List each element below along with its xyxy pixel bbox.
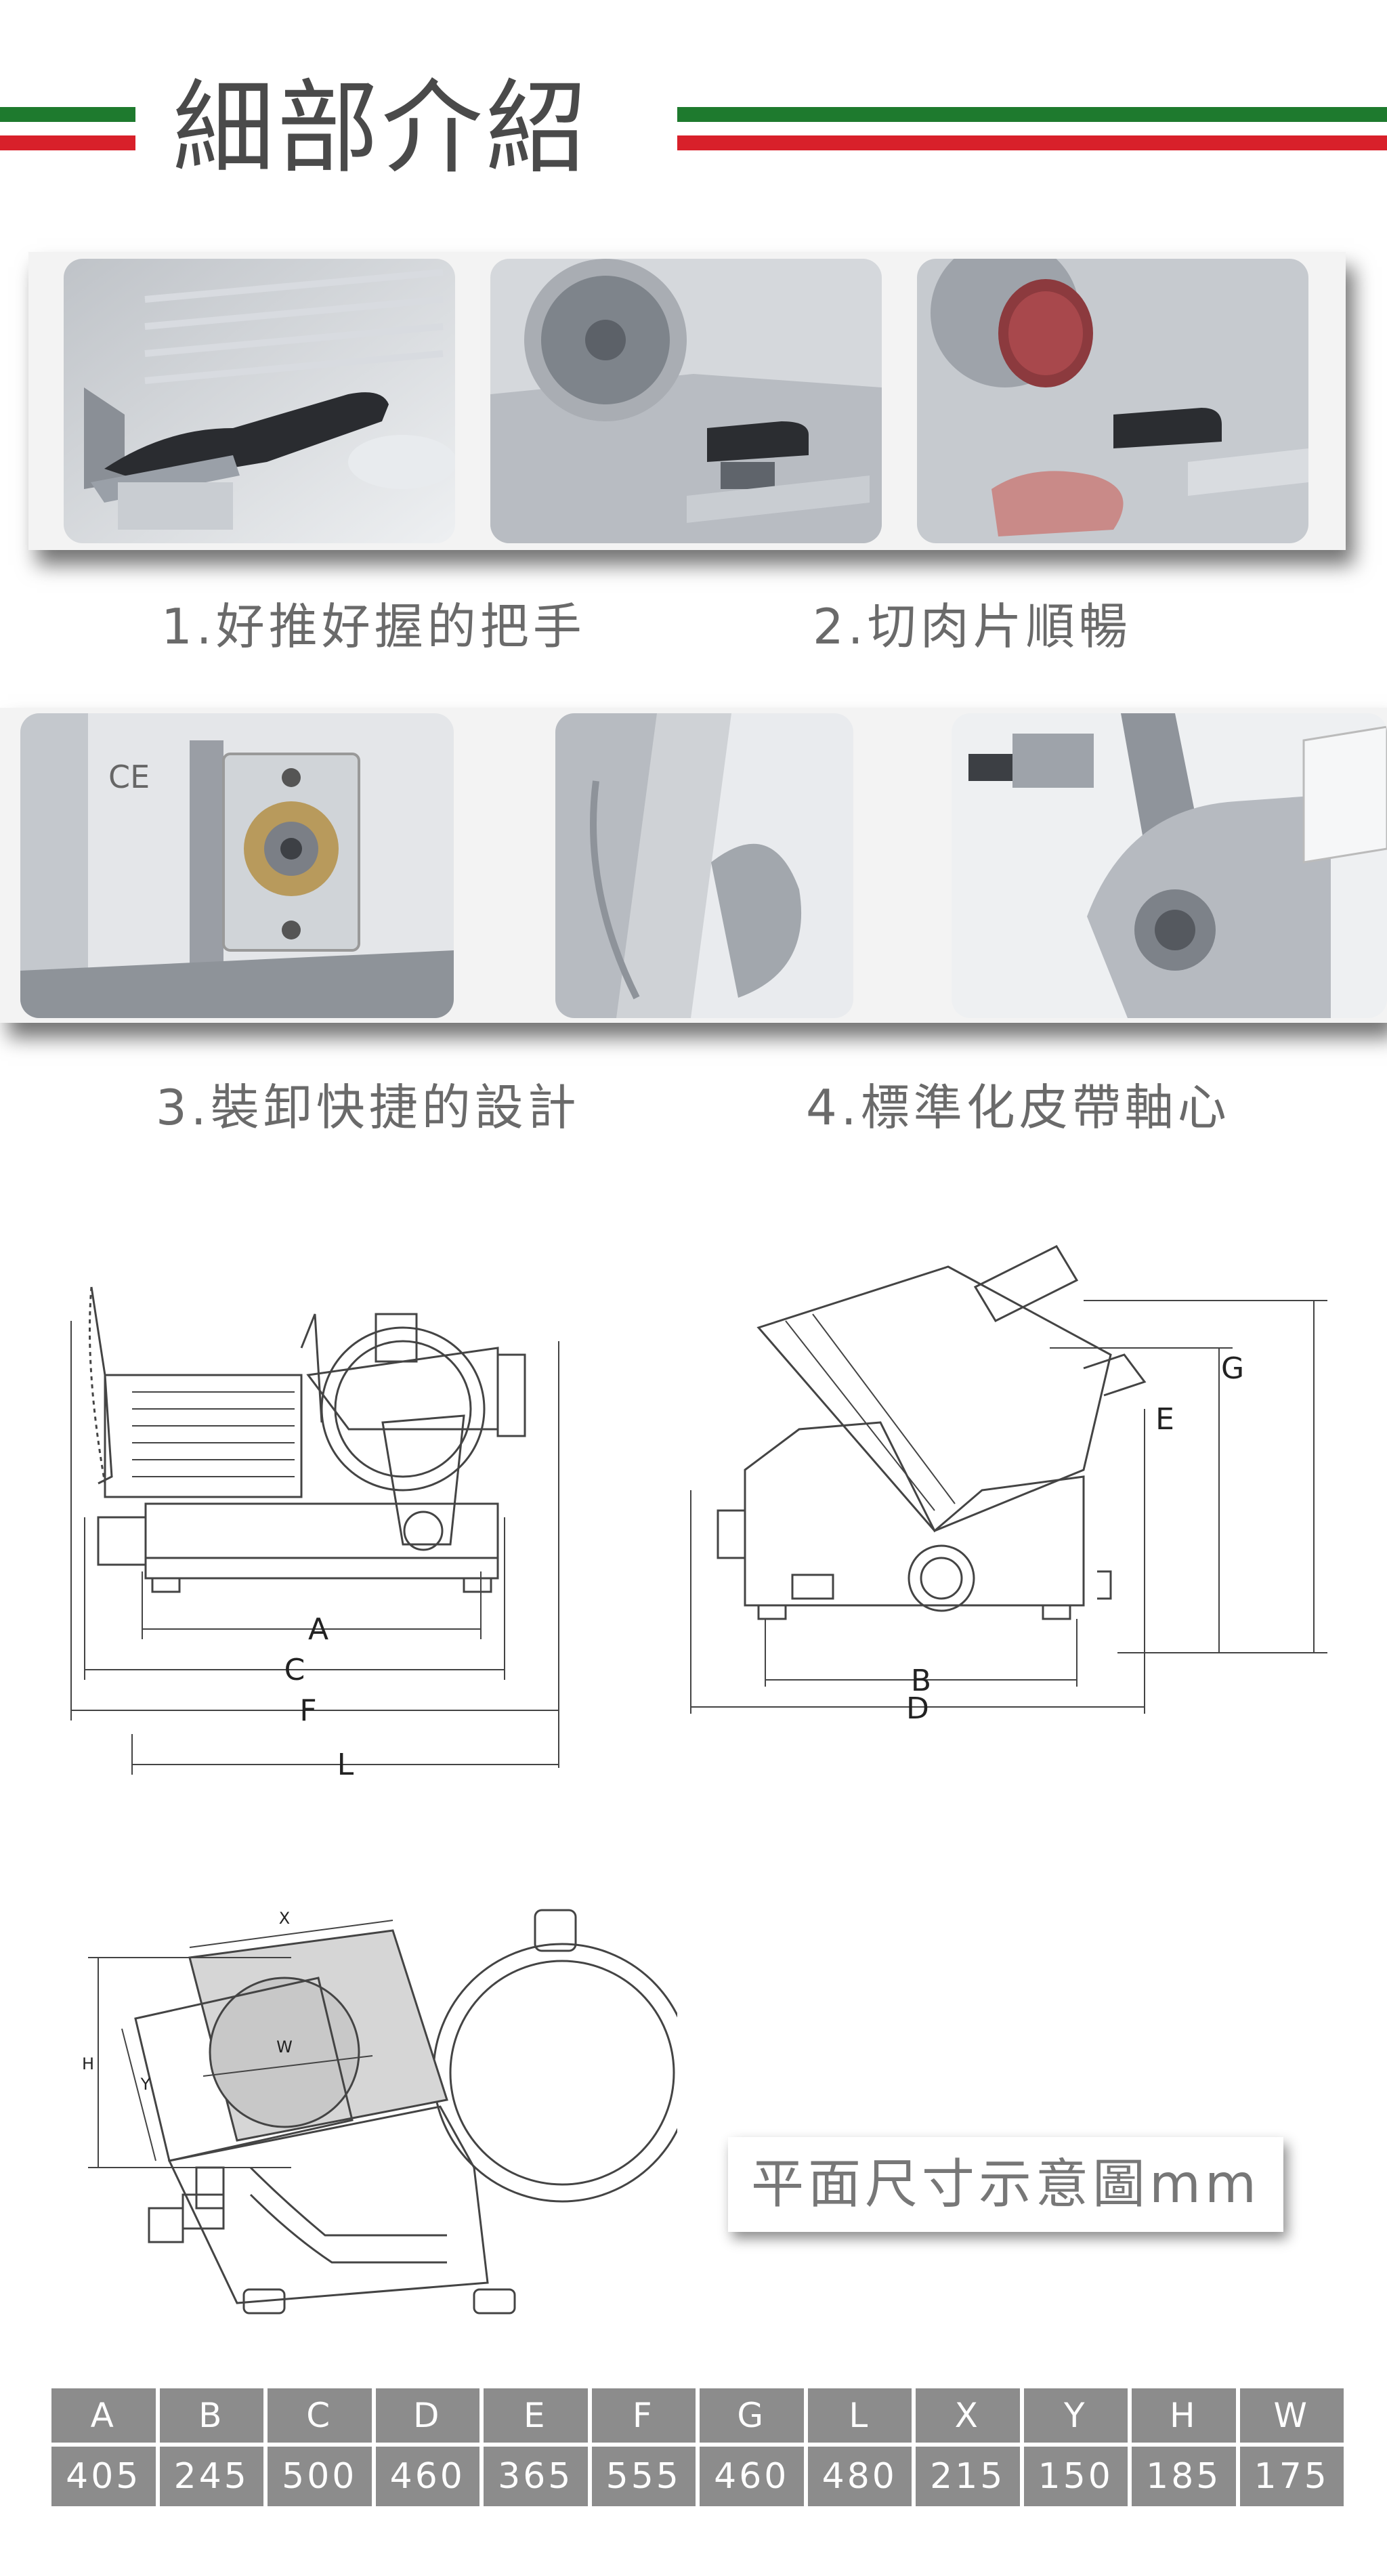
page-title: 細部介紹 <box>173 70 591 188</box>
spec-value-cell: 460 <box>700 2447 804 2506</box>
belt-shaft-photo <box>952 713 1387 1018</box>
dim-label-a: A <box>308 1612 328 1647</box>
spec-header-cell: G <box>700 2388 804 2443</box>
right-white-stripe <box>677 122 1387 131</box>
dim-label-c: C <box>284 1653 305 1687</box>
photo-strip-top <box>28 252 1346 550</box>
spec-value-cell: 460 <box>375 2447 479 2506</box>
dim-label-e: E <box>1155 1402 1174 1437</box>
spec-value-cell: 365 <box>484 2447 588 2506</box>
dim-label-b: B <box>911 1664 931 1698</box>
spec-header-cell: E <box>484 2388 588 2443</box>
spec-value-cell: 185 <box>1132 2447 1236 2506</box>
blade-mount-photo: CE <box>20 713 454 1018</box>
slicer-cutting-meat-photo <box>917 259 1308 543</box>
svg-text:CE: CE <box>108 759 150 795</box>
spec-value-cell: 215 <box>916 2447 1020 2506</box>
left-green-stripe <box>0 107 135 122</box>
spec-value-row: 405 245 500 460 365 555 460 480 215 150 … <box>51 2447 1344 2506</box>
dim-label-g: G <box>1221 1351 1244 1386</box>
spec-header-row: A B C D E F G L X Y H W <box>51 2388 1344 2443</box>
spec-header-cell: X <box>916 2388 1020 2443</box>
plan-label-h: H <box>82 2054 94 2073</box>
spec-header-cell: C <box>268 2388 372 2443</box>
spec-value-cell: 245 <box>159 2447 263 2506</box>
dim-label-d: D <box>906 1691 929 1726</box>
dim-label-l: L <box>337 1748 354 1782</box>
left-red-stripe <box>0 135 135 150</box>
dim-label-f: F <box>299 1693 316 1728</box>
spec-value-cell: 150 <box>1023 2447 1128 2506</box>
belt-side-photo <box>555 713 853 1018</box>
right-red-stripe <box>677 135 1387 150</box>
left-white-stripe <box>0 122 135 131</box>
spec-header-cell: B <box>159 2388 263 2443</box>
spec-header-cell: A <box>51 2388 156 2443</box>
plan-label-w: W <box>276 2037 293 2056</box>
feature-caption-1: 1.好推好握的把手 <box>161 598 586 655</box>
photo-strip-bottom: CE <box>0 708 1387 1023</box>
spec-header-cell: W <box>1239 2388 1344 2443</box>
front-view-drawing: A C F L <box>70 1286 559 1782</box>
slicer-blade-photo <box>490 259 882 543</box>
spec-value-cell: 405 <box>51 2447 156 2506</box>
spec-value-cell: 555 <box>591 2447 696 2506</box>
spec-header-cell: L <box>807 2388 912 2443</box>
plan-label-y: Y <box>140 2075 151 2094</box>
slicer-handle-photo <box>64 259 455 543</box>
spec-value-cell: 175 <box>1239 2447 1344 2506</box>
feature-caption-4: 4.標準化皮帶軸心 <box>806 1079 1231 1136</box>
spec-header-cell: F <box>591 2388 696 2443</box>
spec-header-cell: Y <box>1023 2388 1128 2443</box>
spec-header-cell: H <box>1132 2388 1236 2443</box>
plan-label-x: X <box>279 1909 290 1928</box>
side-view-drawing: B D E G <box>690 1245 1327 1726</box>
feature-caption-2: 2.切肉片順暢 <box>813 598 1132 655</box>
spec-header-cell: D <box>375 2388 479 2443</box>
feature-caption-3: 3.裝卸快捷的設計 <box>156 1079 580 1136</box>
right-green-stripe <box>677 107 1387 122</box>
spec-value-cell: 480 <box>807 2447 912 2506</box>
plan-view-drawing: X W H Y <box>82 1909 677 2315</box>
plan-dimension-label: 平面尺寸示意圖mm <box>728 2137 1283 2232</box>
spec-table: A B C D E F G L X Y H W 405 245 500 460 … <box>47 2384 1348 2510</box>
spec-value-cell: 500 <box>268 2447 372 2506</box>
